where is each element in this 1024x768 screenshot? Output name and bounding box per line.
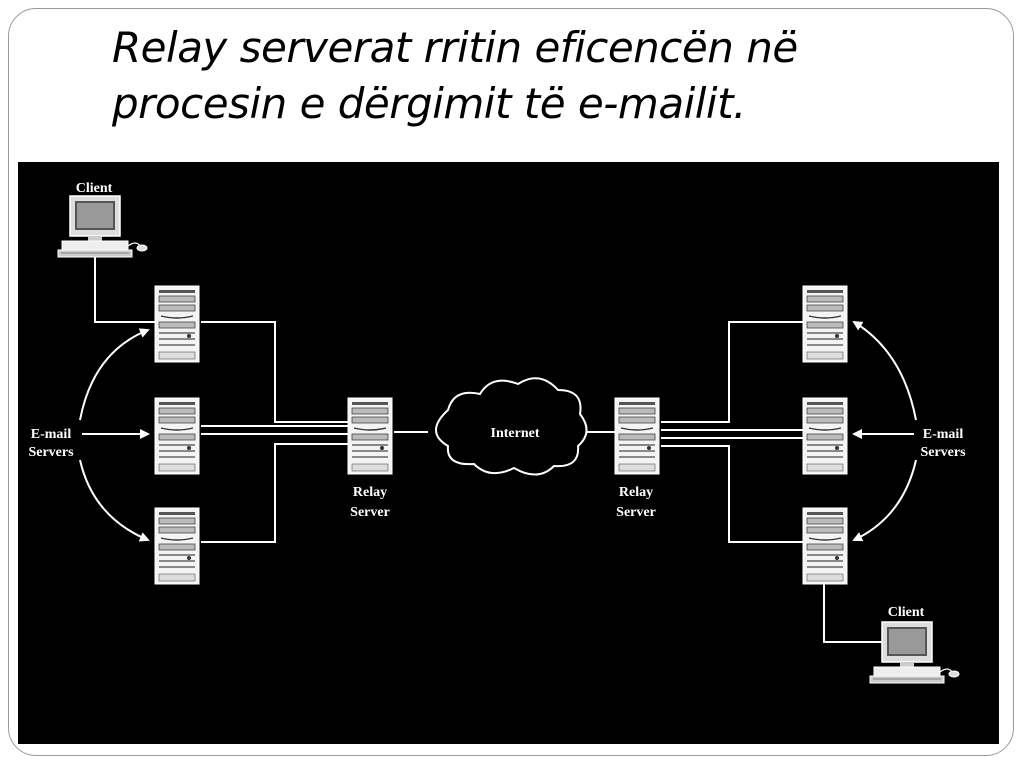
right-servers-label-2: Servers	[920, 445, 966, 460]
right-email-server-1	[802, 285, 848, 363]
right-email-server-3	[802, 507, 848, 585]
right-relay-server	[614, 397, 660, 475]
connection-lines	[94, 257, 883, 643]
right-client-computer	[869, 621, 960, 684]
left-email-server-3	[154, 507, 200, 585]
left-arrows	[79, 328, 150, 542]
left-servers-label-2: Servers	[28, 445, 74, 460]
title-line-1: Relay serverat rritin eficencën në	[112, 23, 798, 72]
right-arrows	[852, 320, 917, 542]
slide-title: Relay serverat rritin eficencën në proce…	[112, 20, 992, 132]
right-servers-label-1: E-mail	[923, 427, 964, 442]
left-email-server-2	[154, 397, 200, 475]
left-client-label: Client	[76, 181, 113, 196]
internet-label: Internet	[491, 426, 540, 441]
left-email-server-1	[154, 285, 200, 363]
internet-cloud	[435, 377, 588, 476]
left-relay-server	[347, 397, 393, 475]
title-line-2: procesin e dërgimit të e-mailit.	[112, 79, 746, 128]
left-client-computer	[57, 195, 148, 258]
slide-frame	[8, 8, 1014, 756]
right-client-label: Client	[888, 605, 925, 620]
right-relay-label-1: Relay	[619, 485, 653, 500]
right-relay-label-2: Server	[616, 505, 656, 520]
email-relay-diagram: Client Client E-mail Servers E-mail Serv…	[18, 162, 999, 744]
left-servers-label-1: E-mail	[31, 427, 72, 442]
left-relay-label-2: Server	[350, 505, 390, 520]
left-relay-label-1: Relay	[353, 485, 387, 500]
right-email-server-2	[802, 397, 848, 475]
